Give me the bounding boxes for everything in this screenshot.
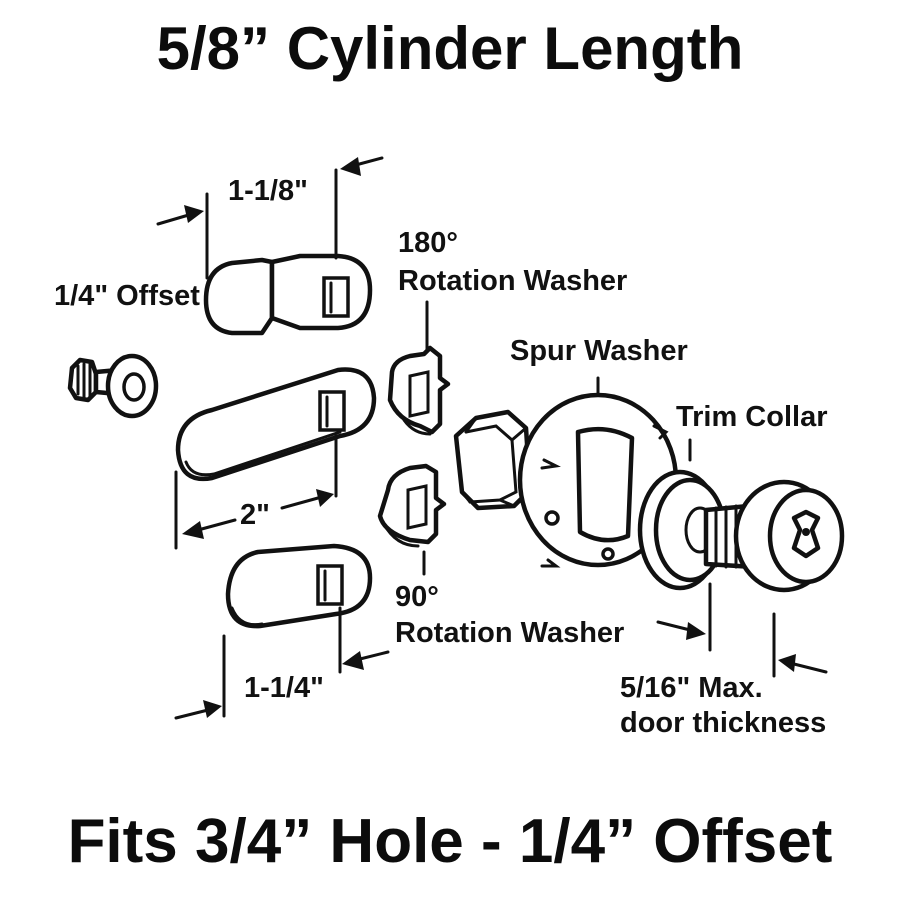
rotation-washer-180 (387, 300, 451, 436)
offset-cam (203, 253, 373, 336)
dimension-1-1-4: 1-1/4" (174, 606, 390, 720)
label-door-max: 5/16" Max. (620, 672, 763, 704)
label-180: 180° (398, 227, 458, 259)
diagram-title: 5/8” Cylinder Length (156, 15, 744, 82)
screw-and-nut (67, 353, 159, 419)
label-trim-collar: Trim Collar (676, 401, 828, 433)
short-cam (225, 543, 373, 629)
label-1-1-4: 1-1/4" (244, 672, 324, 704)
diagram-footer-title: Fits 3/4” Hole - 1/4” Offset (67, 807, 833, 876)
label-180-rotation-washer: Rotation Washer (398, 265, 627, 297)
label-90-rotation-washer: Rotation Washer (395, 617, 624, 649)
trim-collar (637, 438, 727, 591)
rotation-washer-90 (377, 463, 447, 576)
label-2: 2" (240, 499, 270, 531)
label-90: 90° (395, 581, 439, 613)
label-1-1-8: 1-1/8" (228, 175, 308, 207)
dimension-1-1-8: 1-1/8" (156, 156, 384, 280)
spur-washer (517, 376, 679, 568)
hex-nut (453, 409, 533, 511)
label-offset: 1/4" Offset (54, 280, 200, 312)
dimension-door-thickness: 5/16" Max. door thickness (620, 582, 828, 739)
label-spur-washer: Spur Washer (510, 335, 688, 367)
long-cam (175, 367, 377, 482)
lock-cylinder (703, 479, 845, 593)
label-door-thickness: door thickness (620, 707, 826, 739)
dimension-2: 2" (174, 434, 338, 550)
